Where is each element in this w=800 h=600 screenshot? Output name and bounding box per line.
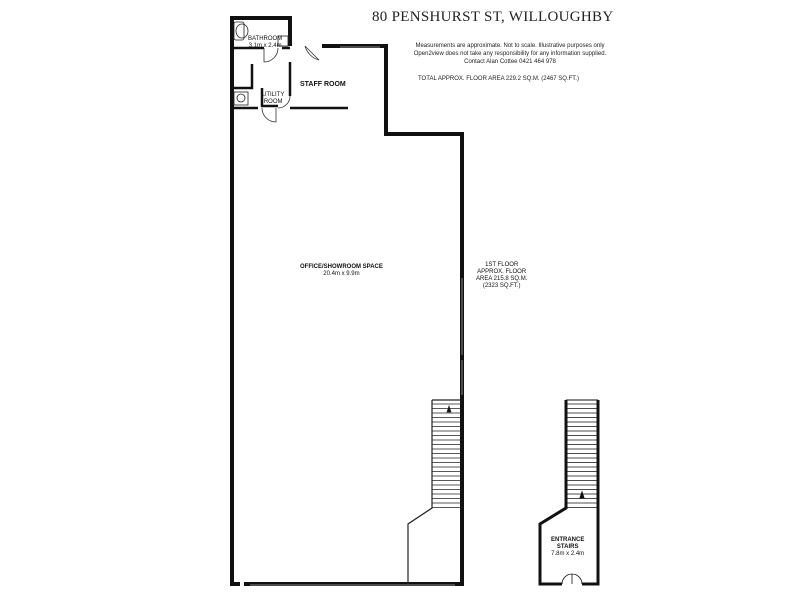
room-name: ROOM (263, 99, 283, 105)
stair-arrow-icon (579, 490, 585, 499)
entrance-door (561, 573, 583, 585)
utility-room-label: UTILITY ROOM (262, 92, 284, 106)
entrance-stairs-label: ENTRANCE STAIRS 7.8m x 2.4m (551, 537, 584, 558)
disclaimer: Measurements are approximate. Not to sca… (410, 42, 610, 66)
room-size: 3.1m x 2.4m (248, 43, 282, 49)
utility-door (261, 107, 277, 123)
room-name: UTILITY (262, 92, 285, 98)
toilet-bowl-icon (235, 23, 249, 39)
staff-room-label: STAFF ROOM (300, 81, 346, 88)
floor-area-label: 1ST FLOOR APPROX. FLOOR AREA 215.8 SQ.M.… (476, 262, 527, 290)
room-name: BATHROOM (248, 36, 283, 42)
room-size: 7.8m x 2.4m (551, 551, 585, 557)
room-name: ENTRANCE (551, 537, 585, 543)
staff-door (277, 95, 291, 109)
disclaimer-line: Open2view does not take any responsibili… (413, 51, 607, 57)
sink-icon (236, 93, 246, 103)
floor-area-line: AREA 215.8 SQ.M. (476, 276, 528, 282)
outer-wall (230, 16, 292, 586)
utility-room-wall (260, 88, 278, 108)
room-name: OFFICE/SHOWROOM SPACE (300, 264, 383, 270)
stair-arrow-icon (446, 404, 452, 413)
floor-area-line: APPROX. FLOOR (477, 269, 527, 275)
staff-room-door (304, 45, 320, 61)
entrance-stairs (538, 399, 600, 586)
office-label: OFFICE/SHOWROOM SPACE 20.4m x 9.9m (300, 264, 383, 278)
disclaimer-line: Measurements are approximate. Not to sca… (415, 43, 605, 49)
fixtures (233, 21, 289, 106)
bathroom-door (263, 47, 279, 63)
sink-icon (277, 35, 289, 47)
bathroom-label: BATHROOM 3.1m x 2.4m (248, 36, 282, 50)
internal-stairs (407, 399, 462, 584)
room-name: STAIRS (556, 544, 579, 550)
total-floor-area: TOTAL APPROX. FLOOR AREA 229.2 SQ.M. (24… (418, 76, 579, 82)
windows (250, 46, 463, 586)
exterior-walls (230, 16, 464, 586)
floor-area-line: 1ST FLOOR (485, 262, 519, 268)
laundry-tub-icon (233, 91, 249, 106)
disclaimer-line: Contact Alan Cottee 0421 464 978 (464, 59, 556, 65)
interior-walls (232, 46, 348, 110)
room-size: 20.4m x 9.9m (323, 271, 360, 277)
page-title: 80 PENSHURST ST, WILLOUGHBY (372, 9, 614, 25)
utility-wall (232, 64, 254, 90)
outer-wall-north (244, 44, 464, 586)
doors (261, 45, 320, 123)
toilet-icon (233, 21, 245, 41)
floor-area-line: (2323 SQ.FT.) (482, 283, 521, 289)
